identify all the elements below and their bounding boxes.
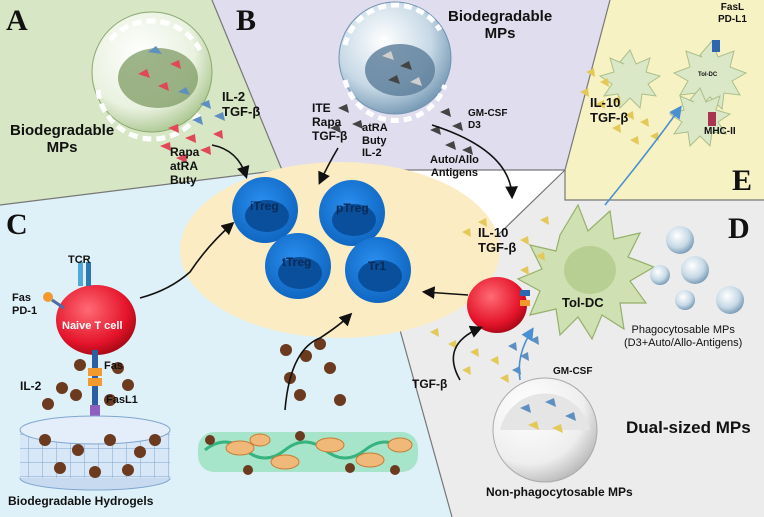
arrow-c-to-center — [139, 221, 235, 299]
panel-d-cytokines: IL-10 TGF-β — [478, 225, 517, 256]
panel-b-antigens: Auto/Allo Antigens — [430, 154, 479, 179]
panel-b-title: Biodegradable MPs — [448, 8, 552, 43]
factor-rapa-b: Rapa — [312, 114, 342, 129]
treg-cluster — [232, 177, 411, 303]
ttreg-cell — [265, 233, 331, 299]
arrow-tgfb-to-tcell — [452, 325, 483, 381]
label-tol-dc: Tol-DC — [562, 295, 604, 310]
label-phagocytosable: Phagocytosable MPs (D3+Auto/Allo-Antigen… — [624, 324, 742, 349]
panel-d-tgfb: TGF-β — [478, 239, 517, 255]
label-tcr: TCR — [68, 254, 91, 266]
panel-d-gmcsf: GM-CSF — [553, 366, 593, 377]
panel-d-tgfb2: TGF-β — [412, 377, 448, 391]
label-dual-sized: Dual-sized MPs — [626, 418, 751, 437]
factor-atra: atRA — [170, 158, 199, 173]
factor-il2-b: IL-2 — [362, 147, 382, 160]
arrow-gmcsf-to-toldc — [518, 327, 534, 381]
panel-b-microparticle — [338, 1, 452, 123]
factor-rapa: Rapa — [170, 145, 200, 159]
label-fas: Fas — [12, 292, 31, 304]
panel-e-markers: FasL PD-L1 — [718, 2, 747, 25]
label-tr1: Tr1 — [368, 259, 387, 273]
label-il2-c: IL-2 — [20, 379, 42, 393]
factor-d3: D3 — [468, 119, 481, 131]
panel-a-microparticle — [91, 11, 213, 142]
panel-b-factors-left: ITE Rapa TGF-β — [312, 101, 348, 143]
marker-pdl1: PD-L1 — [718, 13, 747, 25]
panel-a-title: Biodegradable MPs — [10, 122, 114, 157]
panel-b-title-line2: MPs — [484, 25, 516, 43]
panel-a-title-line2: MPs — [46, 139, 78, 157]
factor-ite: ITE — [312, 101, 331, 115]
label-non-phagocytosable: Non-phagocytosable MPs — [486, 485, 633, 499]
panel-e-tol-dc-cells — [598, 40, 748, 148]
panel-d-il10: IL-10 — [478, 225, 509, 240]
phago-line1: Phagocytosable MPs — [631, 324, 735, 336]
panel-a-factors-2: Rapa atRA Buty — [170, 145, 200, 187]
label-ptreg: pTreg — [336, 201, 369, 215]
panel-a-released-particles — [160, 124, 223, 163]
factor-tgfb-b: TGF-β — [312, 128, 348, 143]
panel-letter-b: B — [236, 4, 257, 37]
antigens-line2: Antigens — [430, 166, 478, 179]
scaffold-cytokine-dots — [280, 338, 346, 406]
panel-a-factors-1: IL-2 TGF-β — [222, 89, 261, 120]
panel-d-yellow-particles — [430, 216, 549, 383]
panel-c-fas-pd1: Fas PD-1 — [12, 292, 37, 317]
label-itreg: iTreg — [250, 199, 279, 213]
panel-letter-d: D — [728, 212, 750, 245]
panel-a-blue-particles — [192, 100, 225, 125]
label-naive-t-cell: Naive T cell — [62, 320, 123, 332]
factor-buty: Buty — [170, 172, 197, 187]
panel-b-title-line1: Biodegradable — [448, 8, 553, 25]
tol-dc-large — [516, 203, 656, 341]
arrow-d-to-center — [421, 286, 469, 300]
panel-e-toldc-label: Tol-DC — [698, 72, 718, 78]
factor-il2: IL-2 — [222, 89, 246, 104]
ptreg-cell — [319, 180, 385, 246]
itreg-cell — [232, 177, 298, 243]
label-ttreg: tTreg — [282, 255, 312, 269]
panel-b-factors-right: GM-CSF D3 — [468, 108, 507, 131]
label-fas-c: Fas — [104, 360, 123, 372]
factor-atra-b: atRA — [362, 122, 388, 134]
tr1-cell — [345, 237, 411, 303]
panel-b-factors-mid: atRA Buty IL-2 — [362, 122, 388, 160]
label-hydrogels: Biodegradable Hydrogels — [8, 494, 154, 508]
marker-fasl: FasL — [720, 2, 745, 13]
arrow-d-to-e — [604, 105, 682, 206]
factor-buty-b: Buty — [362, 134, 387, 147]
panel-letter-e: E — [732, 164, 753, 197]
arrow-b-to-d — [431, 124, 518, 200]
biodegradable-hydrogel — [19, 415, 171, 491]
label-fasl1: FasL1 — [106, 394, 138, 406]
label-pd1: PD-1 — [12, 304, 38, 317]
panel-e-tgfb: TGF-β — [590, 109, 629, 125]
phago-line2: (D3+Auto/Allo-Antigens) — [624, 336, 743, 349]
arrow-a-to-center — [211, 144, 250, 180]
factor-gmcsf: GM-CSF — [468, 108, 508, 119]
panel-e-mhc: MHC-II — [704, 126, 736, 137]
arrow-b-to-center — [318, 147, 339, 185]
antigens-line1: Auto/Allo — [430, 154, 479, 166]
panel-a-title-line1: Biodegradable — [10, 122, 115, 139]
panel-c-cytokine-dots — [42, 359, 134, 410]
panel-letter-c: C — [6, 208, 28, 241]
biodegradable-scaffold — [198, 431, 418, 475]
panel-e-cytokine-labels: IL-10 TGF-β — [590, 95, 629, 126]
naive-t-cell-d — [467, 277, 530, 333]
panel-e-il10: IL-10 — [590, 95, 621, 110]
factor-tgfb: TGF-β — [222, 103, 261, 119]
naive-t-cell — [43, 262, 136, 421]
panel-letter-a: A — [6, 4, 28, 37]
phagocytosable-mps — [650, 226, 744, 314]
arrow-scaffold-to-center — [284, 312, 353, 411]
panel-b-released-particles — [330, 104, 473, 155]
non-phagocytosable-mp — [492, 377, 598, 483]
